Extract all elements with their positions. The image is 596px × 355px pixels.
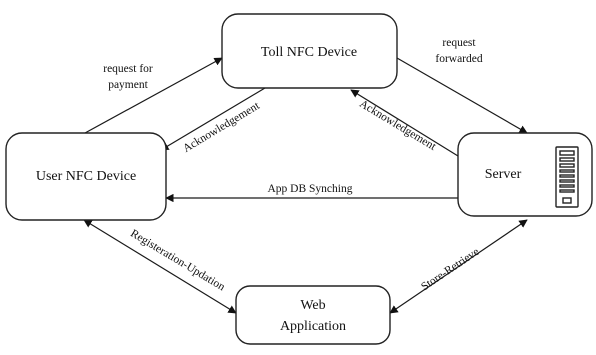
label-request-forwarded-2: forwarded <box>435 53 483 65</box>
edge-request-forwarded <box>396 57 528 134</box>
edge-store-retrieve <box>389 219 528 314</box>
node-toll-label: Toll NFC Device <box>261 45 357 60</box>
node-web-label-line1: Web <box>300 298 325 313</box>
node-server-label: Server <box>485 167 522 182</box>
node-web-application: Web Application <box>235 285 391 345</box>
node-server: Server <box>457 132 593 217</box>
edge-acknowledgement-toll-to-user <box>160 87 266 151</box>
node-user-label: User NFC Device <box>36 169 136 184</box>
label-acknowledgement-server-toll: Acknowledgement <box>357 98 438 153</box>
label-store-retrieve: Store-Retrieve <box>419 246 481 293</box>
node-toll-nfc-device: Toll NFC Device <box>221 13 398 89</box>
label-request-for-payment-1: request for <box>103 63 153 75</box>
label-acknowledgement-toll-user: Acknowledgement <box>181 100 262 155</box>
label-request-forwarded-1: request <box>442 37 476 49</box>
label-registration-updation: Registeration-Updation <box>128 227 227 293</box>
edge-acknowledgement-server-to-toll <box>350 89 459 157</box>
node-web-label-line2: Application <box>280 319 346 334</box>
edge-request-for-payment <box>84 57 223 134</box>
label-app-db-synching: App DB Synching <box>268 183 353 195</box>
edge-registration-updation <box>83 219 237 314</box>
label-request-for-payment-2: payment <box>108 79 148 91</box>
node-user-nfc-device: User NFC Device <box>5 132 167 221</box>
server-tower-icon <box>555 146 579 208</box>
